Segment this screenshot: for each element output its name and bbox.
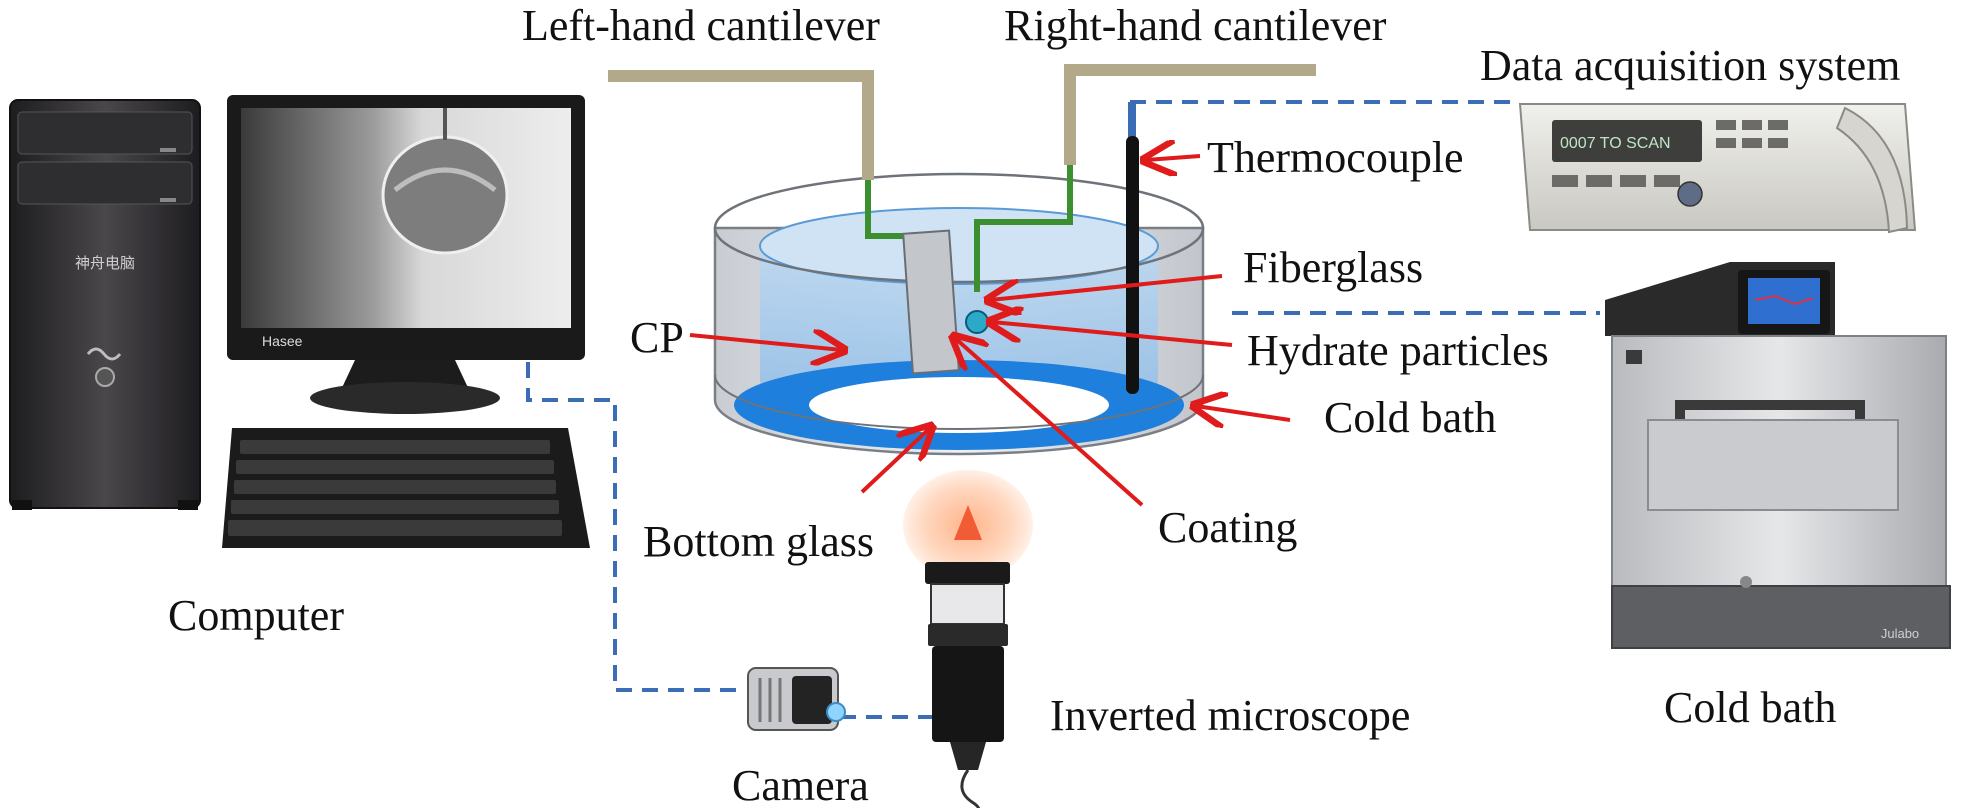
- coating-plate: [903, 231, 959, 374]
- bath-screen: [1748, 278, 1820, 324]
- cold-bath-arrow: [1196, 406, 1290, 420]
- daq-knob-icon: [1678, 182, 1702, 206]
- hydrate-particle: [966, 311, 988, 333]
- label-cold-bath-arrow: Cold bath: [1324, 393, 1496, 442]
- monitor-brand-text: Hasee: [262, 333, 303, 349]
- label-cp: CP: [630, 313, 684, 362]
- label-thermocouple: Thermocouple: [1207, 133, 1464, 182]
- label-coating: Coating: [1158, 503, 1297, 552]
- label-data-acquisition: Data acquisition system: [1480, 41, 1900, 90]
- power-icon: [96, 368, 114, 386]
- label-inverted-microscope: Inverted microscope: [1050, 691, 1410, 740]
- bath-brand-text: Julabo: [1881, 626, 1919, 641]
- droplet-image: [383, 137, 507, 253]
- label-hydrate-particles: Hydrate particles: [1247, 326, 1549, 375]
- thermocouple: [1126, 136, 1139, 394]
- data-acquisition-device: 0007 TO SCAN: [1520, 104, 1915, 232]
- label-left-cantilever: Left-hand cantilever: [522, 1, 880, 50]
- left-hand-cantilever: [608, 76, 915, 236]
- thermocouple-tip: [1128, 102, 1136, 138]
- label-fiberglass: Fiberglass: [1243, 243, 1423, 292]
- label-right-cantilever: Right-hand cantilever: [1004, 1, 1387, 50]
- label-computer: Computer: [168, 591, 344, 640]
- daq-display-text: 0007 TO SCAN: [1560, 135, 1671, 152]
- camera: [748, 668, 845, 730]
- label-cold-bath-device: Cold bath: [1664, 683, 1836, 732]
- computer-monitor: Hasee: [227, 95, 585, 414]
- tower-brand-text: 神舟电脑: [75, 255, 135, 272]
- thermocouple-arrow: [1146, 156, 1200, 160]
- label-bottom-glass: Bottom glass: [643, 517, 874, 566]
- keyboard: [222, 428, 590, 548]
- inverted-microscope: [925, 562, 1010, 808]
- camera-lens-icon: [827, 703, 845, 721]
- label-camera: Camera: [732, 761, 869, 808]
- computer-tower: 神舟电脑: [10, 100, 200, 510]
- cold-bath-device: Julabo: [1605, 262, 1950, 648]
